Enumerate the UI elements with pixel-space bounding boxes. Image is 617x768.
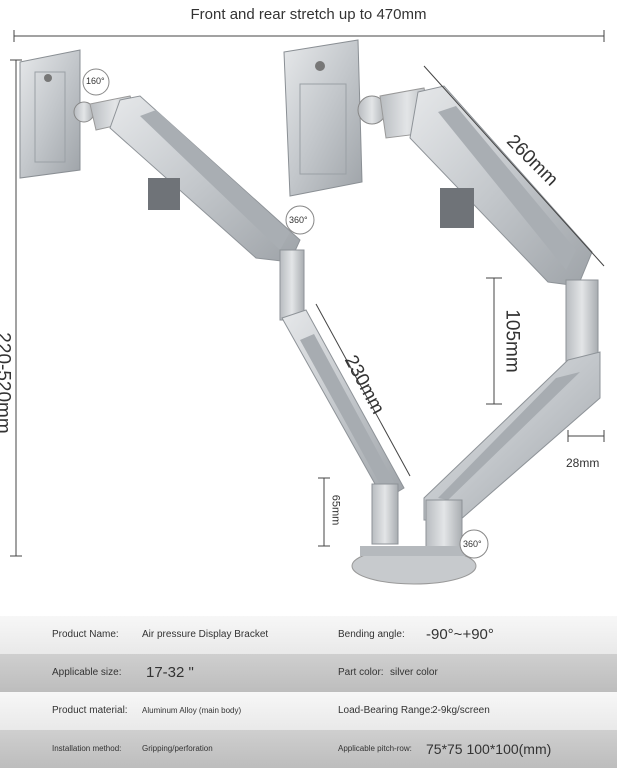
pole-segment-label: 105mm: [501, 309, 523, 373]
spec-value: Aluminum Alloy (main body): [142, 706, 242, 715]
spec-value: 17-32 ": [146, 664, 194, 681]
spec-table: Product Name: Air pressure Display Brack…: [0, 606, 617, 768]
spec-value: Air pressure Display Bracket: [142, 629, 269, 640]
lower-arm-dimension-line: [315, 303, 411, 477]
spec-key: Applicable size:: [52, 667, 122, 678]
left-elbow-joint: [279, 249, 305, 321]
spec-value: silver color: [390, 667, 438, 678]
spec-value: -90°~+90°: [426, 626, 494, 643]
monitor-arm-diagram: [10, 30, 605, 585]
spec-row: Product Name: Air pressure Display Brack…: [0, 616, 617, 654]
pole-width-label: 28mm: [566, 456, 600, 470]
upper-arm-dimension-line: [423, 65, 605, 267]
spec-key: Bending angle:: [338, 629, 405, 640]
left-vesa-plate: [19, 49, 81, 179]
rotation-160-label: 160°: [86, 76, 105, 86]
spec-row: Installation method: Gripping/perforatio…: [0, 730, 617, 768]
right-vesa-plate: [283, 39, 363, 197]
rotation-360-joint-icon: [285, 205, 315, 235]
spec-value: 75*75 100*100(mm): [426, 741, 552, 757]
left-pole: [371, 483, 399, 545]
spec-key: Applicable pitch-row:: [338, 744, 412, 753]
spec-row: Applicable size: 17-32 " Part color: sil…: [0, 654, 617, 692]
product-illustration: Front and rear stretch up to 470mm 220-5…: [0, 6, 605, 585]
spec-key: Load-Bearing Range:: [338, 705, 434, 716]
base-height-label: 65mm: [329, 494, 342, 526]
height-range-label: 220-520mm: [0, 332, 14, 434]
spec-row: Product material: Aluminum Alloy (main b…: [0, 692, 617, 730]
spec-value: 2-9kg/screen: [432, 705, 490, 716]
rotation-160-icon: [82, 68, 110, 96]
spec-value: Gripping/perforation: [142, 744, 213, 753]
spec-key: Installation method:: [52, 744, 122, 753]
rotation-360-joint-label: 360°: [289, 215, 308, 225]
spec-key: Product Name:: [52, 629, 119, 640]
spec-key: Part color:: [338, 667, 384, 678]
stretch-label: Front and rear stretch up to 470mm: [190, 6, 427, 23]
spec-key: Product material:: [52, 705, 128, 716]
rotation-360-base-icon: [459, 529, 489, 559]
rotation-360-base-label: 360°: [463, 539, 482, 549]
